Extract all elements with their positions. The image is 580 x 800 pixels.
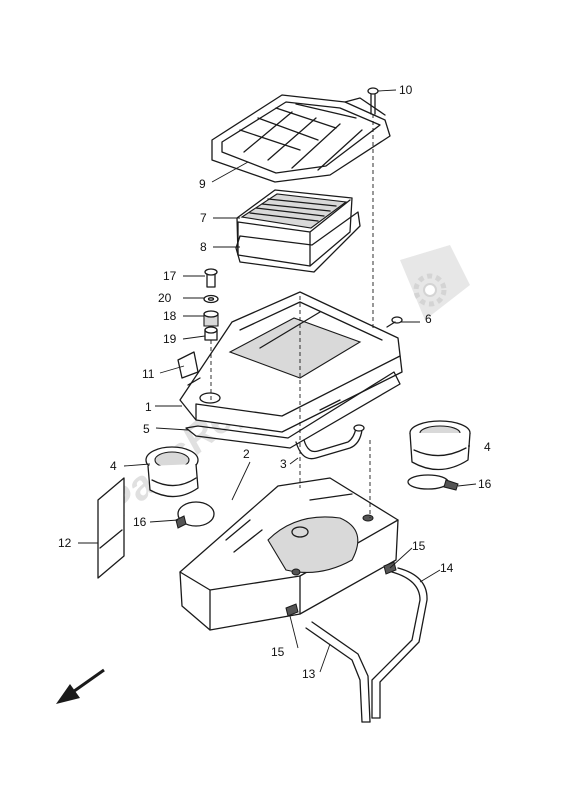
part-11-bracket bbox=[177, 351, 199, 379]
part-5-gasket bbox=[185, 371, 401, 449]
callout-8: 8 bbox=[200, 240, 207, 254]
part-15-clip-lower bbox=[285, 603, 299, 617]
callout-16-right: 16 bbox=[478, 477, 492, 491]
callout-4-left: 4 bbox=[110, 459, 117, 473]
leader-lines bbox=[78, 89, 477, 673]
callout-4-right: 4 bbox=[484, 440, 491, 454]
part-4-intake-joint-left bbox=[145, 446, 199, 498]
part-16-clamp-right bbox=[407, 474, 459, 491]
gear-icon bbox=[400, 245, 470, 320]
part-1-air-box-cap bbox=[179, 291, 403, 433]
callout-16-left: 16 bbox=[133, 515, 147, 529]
callout-2: 2 bbox=[243, 447, 250, 461]
part-18-grommet bbox=[203, 310, 219, 327]
part-9-cover bbox=[211, 94, 391, 183]
callout-7: 7 bbox=[200, 211, 207, 225]
callout-12: 12 bbox=[58, 536, 72, 550]
callout-20: 20 bbox=[158, 291, 172, 305]
callout-15-right: 15 bbox=[412, 539, 426, 553]
part-16-clamp-left bbox=[175, 501, 215, 529]
callout-14: 14 bbox=[440, 561, 454, 575]
part-6-screw bbox=[386, 316, 403, 328]
part-3-breather-hose bbox=[295, 424, 365, 460]
part-19-collar bbox=[204, 326, 218, 341]
part-10-screw bbox=[367, 87, 379, 115]
part-20-washer bbox=[203, 294, 219, 304]
part-8-gasket bbox=[235, 211, 361, 273]
callout-labels: 10 9 7 8 17 20 18 19 6 11 1 5 4 2 3 4 16… bbox=[58, 83, 492, 681]
part-17-bolt bbox=[204, 268, 218, 288]
part-13-drain-hose bbox=[305, 621, 381, 723]
assembly-line-cap bbox=[210, 296, 301, 488]
assembly-line-screw bbox=[369, 114, 374, 518]
callout-19: 19 bbox=[163, 332, 177, 346]
callout-15-lower: 15 bbox=[271, 645, 285, 659]
part-14-drain-hose bbox=[371, 567, 428, 719]
callout-17: 17 bbox=[163, 269, 177, 283]
callout-1: 1 bbox=[145, 400, 152, 414]
callout-10: 10 bbox=[399, 83, 413, 97]
part-7-filter-element bbox=[236, 189, 353, 267]
part-12-label bbox=[97, 477, 125, 579]
callout-5: 5 bbox=[143, 422, 150, 436]
callout-9: 9 bbox=[199, 177, 206, 191]
callout-13: 13 bbox=[302, 667, 316, 681]
part-4-intake-joint-right bbox=[409, 420, 471, 471]
callout-6: 6 bbox=[425, 312, 432, 326]
callout-18: 18 bbox=[163, 309, 177, 323]
front-direction-arrow-icon bbox=[56, 668, 105, 704]
callout-3: 3 bbox=[280, 457, 287, 471]
callout-11: 11 bbox=[142, 367, 155, 381]
part-2-air-box-case bbox=[179, 477, 399, 631]
